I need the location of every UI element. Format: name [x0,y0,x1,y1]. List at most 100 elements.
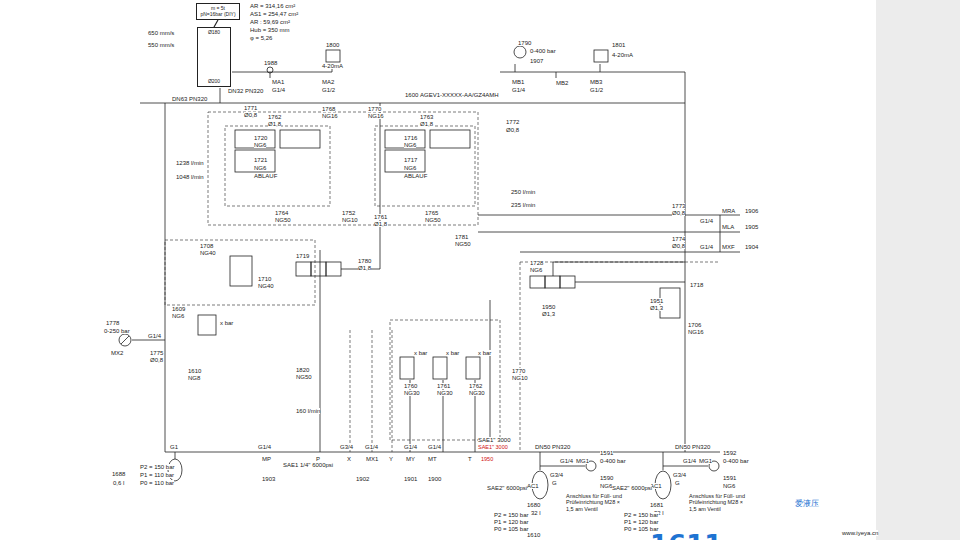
schematic-label: 1781 [455,234,468,240]
schematic-label: P2 = 150 bar [624,512,659,518]
schematic-label: G1/4 [428,444,441,450]
schematic-label: NG16 [322,113,338,119]
schematic-label: NG40 [258,283,274,289]
schematic-label: NG50 [425,217,441,223]
schematic-label: P1 = 120 bar [494,519,529,525]
schematic-label: SAE2" 6000psi [612,485,652,491]
schematic-label: X [347,456,351,462]
schematic-label: 1610 [527,532,540,538]
schematic-label: SAE1" 3000 [478,445,508,451]
schematic-label: NG6 [254,142,266,148]
schematic-label: 1760 [404,383,417,389]
schematic-label: 1951 [650,298,663,304]
schematic-label: NG30 [437,390,453,396]
schematic-label: Ø1,3 [650,305,663,311]
schematic-label: 1681 [650,502,663,508]
schematic-label: φ = 5,26 [250,35,272,41]
schematic-label: G1/4 [700,218,713,224]
schematic-label: 1901 [404,476,417,482]
schematic-label: MA2 [322,79,334,85]
schematic-label: 4-20mA [612,52,633,58]
schematic-label: 4-20mA [322,63,343,69]
schematic-label: MG1 [576,458,589,464]
schematic-label: G1/4 [683,458,696,464]
schematic-label: P0 = 105 bar [494,526,529,532]
schematic-label: 1718 [690,282,703,288]
schematic-label: G1/4 [272,87,285,93]
schematic-label: 1728 [530,260,543,266]
schematic-label: 爱液压 [795,500,819,508]
schematic-label: NG10 [342,217,358,223]
schematic-label: 1592 [723,450,736,456]
schematic-label: AR = 314,16 cm² [250,3,295,9]
schematic-label: 1801 [612,42,625,48]
schematic-label: 1768 [322,106,335,112]
schematic-label: 1721 [254,157,267,163]
schematic-label: 1774 [672,236,685,242]
schematic-label: 1591 [600,450,613,456]
schematic-label: 1762 [469,383,482,389]
schematic-label: G1/4 [700,244,713,250]
schematic-label: 1765 [425,210,438,216]
schematic-label: G1/2 [322,87,335,93]
schematic-label: NG50 [455,241,471,247]
schematic-label: ABLAUF [404,173,427,179]
schematic-label: 1903 [262,476,275,482]
schematic-label: 1778 [106,320,119,326]
schematic-label: 1904 [745,244,758,250]
schematic-label: AGEV1-XXXXX-AA/GZ4AMH [420,92,499,98]
schematic-label: NG6 [404,165,416,171]
schematic-label: 650 mm/s [148,30,174,36]
schematic-label: 0-400 bar [723,458,749,464]
schematic-label: x bar [220,320,233,326]
schematic-label: AS1 = 254,47 cm² [250,11,298,17]
schematic-label: G1/4 [512,87,525,93]
schematic-label: 1611 [650,532,722,540]
schematic-label: 1764 [275,210,288,216]
schematic-label: 1907 [530,58,543,64]
schematic-label: 1710 [258,276,271,282]
schematic-label: 1900 [428,476,441,482]
schematic-label: G1/4 [148,333,161,339]
schematic-label: SAE2" 6000psi [487,485,527,491]
piston-rod [214,20,218,27]
schematic-label: NG16 [368,113,384,119]
schematic-label: G3/4 [673,472,686,478]
schematic-label: 1761 [374,214,387,220]
schematic-label: 1905 [745,224,758,230]
schematic-label: 1719 [296,253,309,259]
schematic-label: NG30 [469,390,485,396]
schematic-label: G [552,480,557,486]
schematic-label: 0-250 bar [104,328,130,334]
schematic-label: 1708 [200,243,213,249]
schematic-label: Ø1,8 [420,121,433,127]
schematic-label: 1771 [244,105,257,111]
schematic-label: 1762 [268,114,281,120]
schematic-label: 1761 [437,383,450,389]
schematic-label: NG6 [723,483,735,489]
schematic-label: P1 = 110 bar [140,472,174,478]
schematic-label: 0-400 bar [530,48,556,54]
schematic-label: P2 = 150 bar [494,512,529,518]
schematic-label: 0-400 bar [600,458,626,464]
schematic-label: MA1 [272,79,284,85]
schematic-label: MY [406,456,415,462]
schematic-label: NG6 [600,483,612,489]
schematic-label: T [468,456,472,462]
schematic-label: NG6 [172,313,184,319]
schematic-label: Y [389,456,393,462]
schematic-label: www.iyeya.cn [842,530,878,536]
schematic-label: SAE1 1/4" 6000psi [283,462,333,468]
schematic-label: NG30 [404,390,420,396]
schematic-label: 1763 [420,114,433,120]
schematic-label: 1716 [404,135,417,141]
schematic-label: 1706 [688,322,701,328]
schematic-label: 1600 [405,92,418,98]
schematic-label: DN50 PN320 [675,444,710,450]
schematic-label: G1 [170,444,178,450]
schematic-label: MB3 [590,79,602,85]
schematic-label: Ø1,3 [542,311,555,317]
node-text: pN=16bar (DIY) [200,12,235,18]
schematic-label: MLA [722,224,734,230]
schematic-label: 1720 [254,135,267,141]
